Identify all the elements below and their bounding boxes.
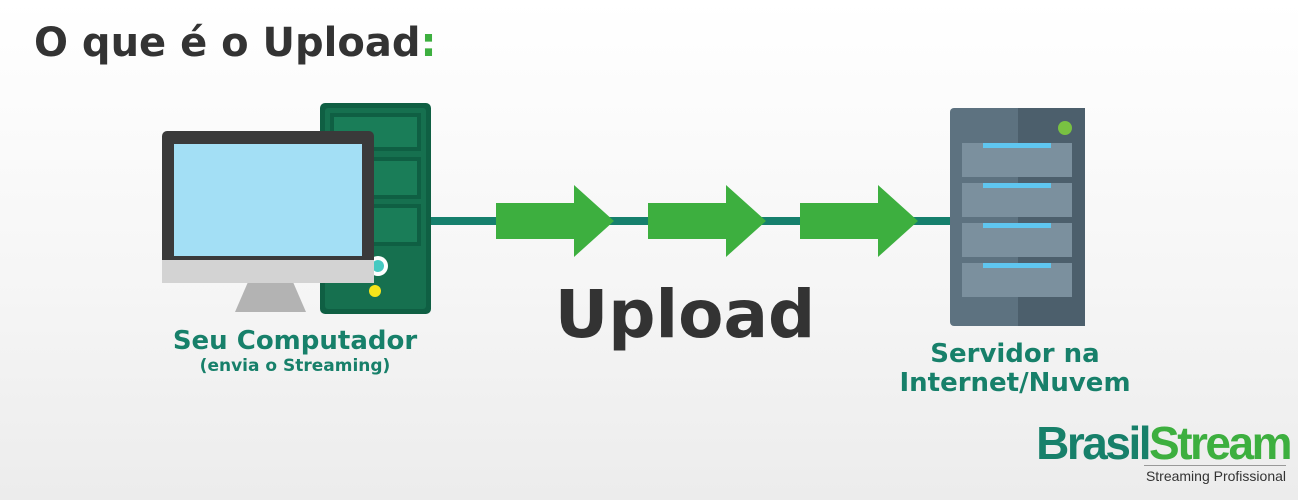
- destination-label: Servidor na Internet/Nuvem: [899, 339, 1131, 398]
- page-title: O que é o Upload:: [34, 20, 436, 66]
- server-rack-icon: [950, 108, 1085, 326]
- desktop-monitor-icon: [162, 131, 374, 312]
- action-label: Upload: [554, 276, 816, 353]
- arrows-group: [496, 185, 918, 257]
- brand-logo: BrasilStream Streaming Profissional: [1030, 417, 1292, 485]
- source-label: Seu Computador: [172, 326, 418, 356]
- arrow-right-icon: [800, 185, 918, 257]
- title-text: O que é o Upload: [34, 20, 421, 66]
- logo-brand-part1: Brasil: [1036, 417, 1151, 469]
- logo-wordmark: BrasilStream: [1030, 417, 1292, 469]
- source-sublabel: (envia o Streaming): [199, 356, 391, 376]
- logo-brand-part2: Stream: [1149, 417, 1292, 469]
- logo-tagline: Streaming Profissional: [1144, 465, 1286, 484]
- arrow-right-icon: [648, 185, 766, 257]
- title-colon: :: [420, 20, 437, 66]
- arrow-right-icon: [496, 185, 614, 257]
